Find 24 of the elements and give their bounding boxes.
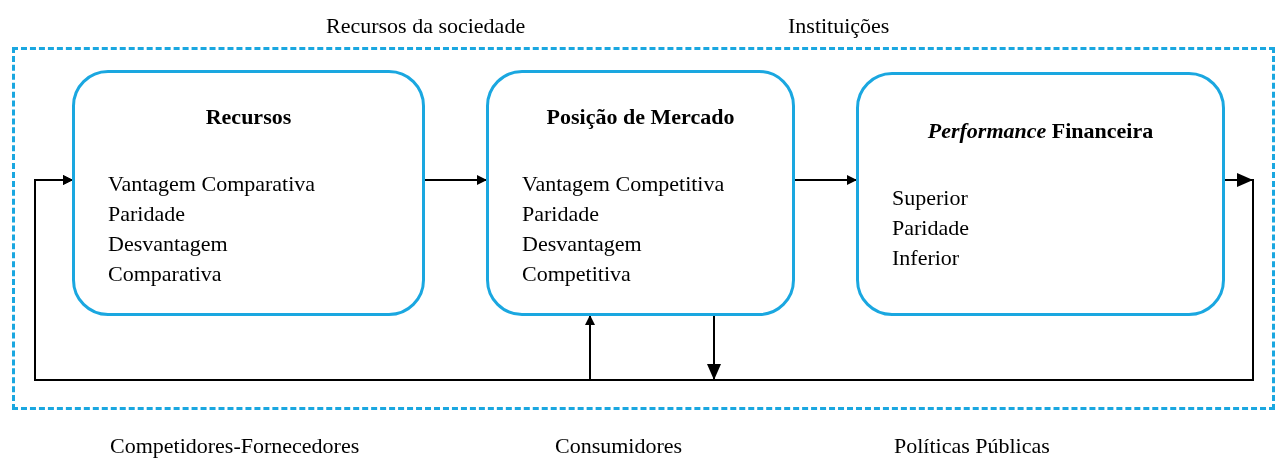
box-text: Desvantagem Competitiva xyxy=(522,230,643,288)
box-text: Superior xyxy=(892,184,969,212)
box-text: Paridade xyxy=(892,214,970,242)
frame-label: Competidores-Fornecedores xyxy=(110,432,360,460)
arrow xyxy=(424,175,487,185)
box-text: Vantagem Competitiva xyxy=(522,170,726,198)
rounded-box xyxy=(72,70,425,316)
dashed-frame xyxy=(12,47,1275,410)
box-text: Vantagem Comparativa xyxy=(108,170,317,198)
rounded-box xyxy=(856,72,1225,316)
box-heading: Posição de Mercado xyxy=(545,103,736,131)
frame-label: Políticas Públicas xyxy=(894,432,1050,460)
box-heading: Recursos xyxy=(204,103,293,131)
box-text: Paridade xyxy=(108,200,186,228)
box-text: Paridade xyxy=(522,200,600,228)
frame-label: Instituições xyxy=(788,12,890,40)
box-text: Inferior xyxy=(892,244,961,272)
frame-label: Recursos da sociedade xyxy=(326,12,526,40)
arrow xyxy=(794,175,857,185)
frame-label: Consumidores xyxy=(555,432,683,460)
arrow xyxy=(34,175,715,381)
box-text: Desvantagem Comparativa xyxy=(108,230,229,288)
rounded-box xyxy=(486,70,795,316)
box-heading: Performance Financeira xyxy=(926,117,1155,145)
